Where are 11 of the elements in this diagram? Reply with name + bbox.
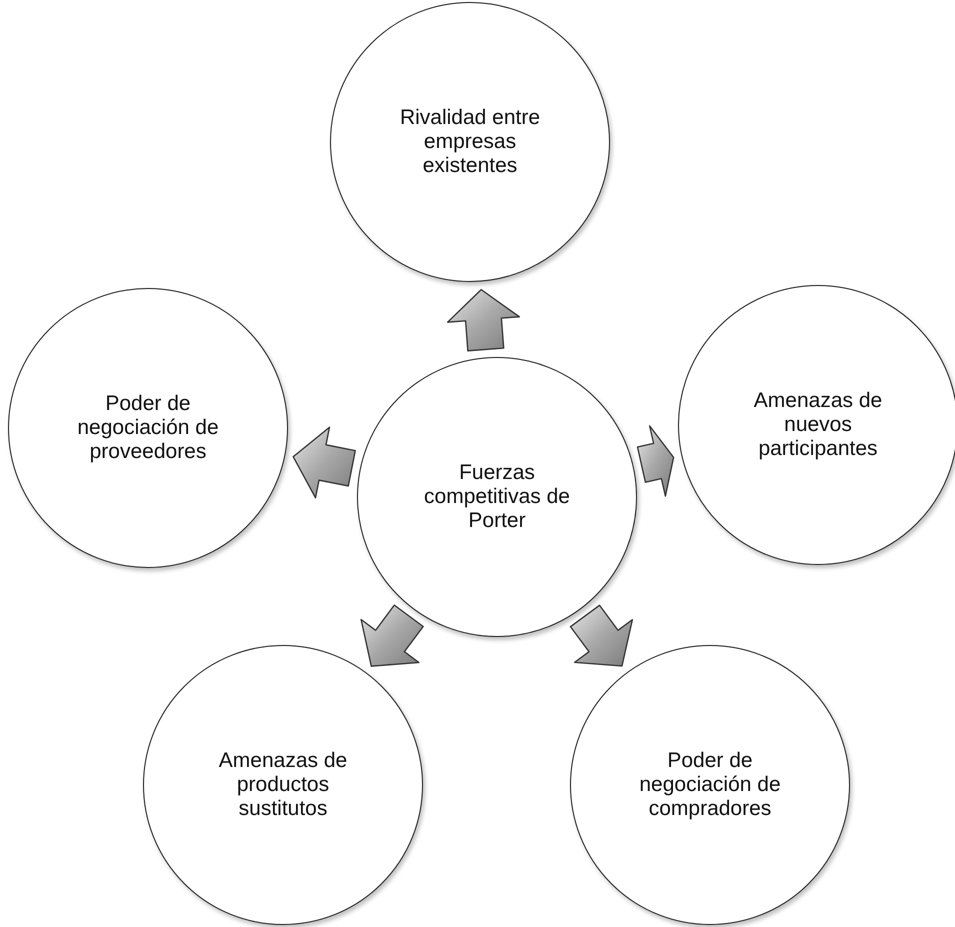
block-arrow xyxy=(446,288,520,352)
node-label: Rivalidad entre empresas existentes xyxy=(398,106,542,178)
block-arrow xyxy=(636,425,674,497)
block-arrow xyxy=(570,604,634,667)
node-label: Amenazas de nuevos participantes xyxy=(752,389,884,461)
node-label: Amenazas de productos sustitutos xyxy=(218,749,348,821)
block-arrow xyxy=(292,426,356,498)
block-arrow xyxy=(360,604,424,667)
node-label: Poder de negociación de compradores xyxy=(638,749,782,821)
node-label: Fuerzas competitivas de Porter xyxy=(423,461,571,533)
node-label: Poder de negociación de proveedores xyxy=(76,392,220,464)
